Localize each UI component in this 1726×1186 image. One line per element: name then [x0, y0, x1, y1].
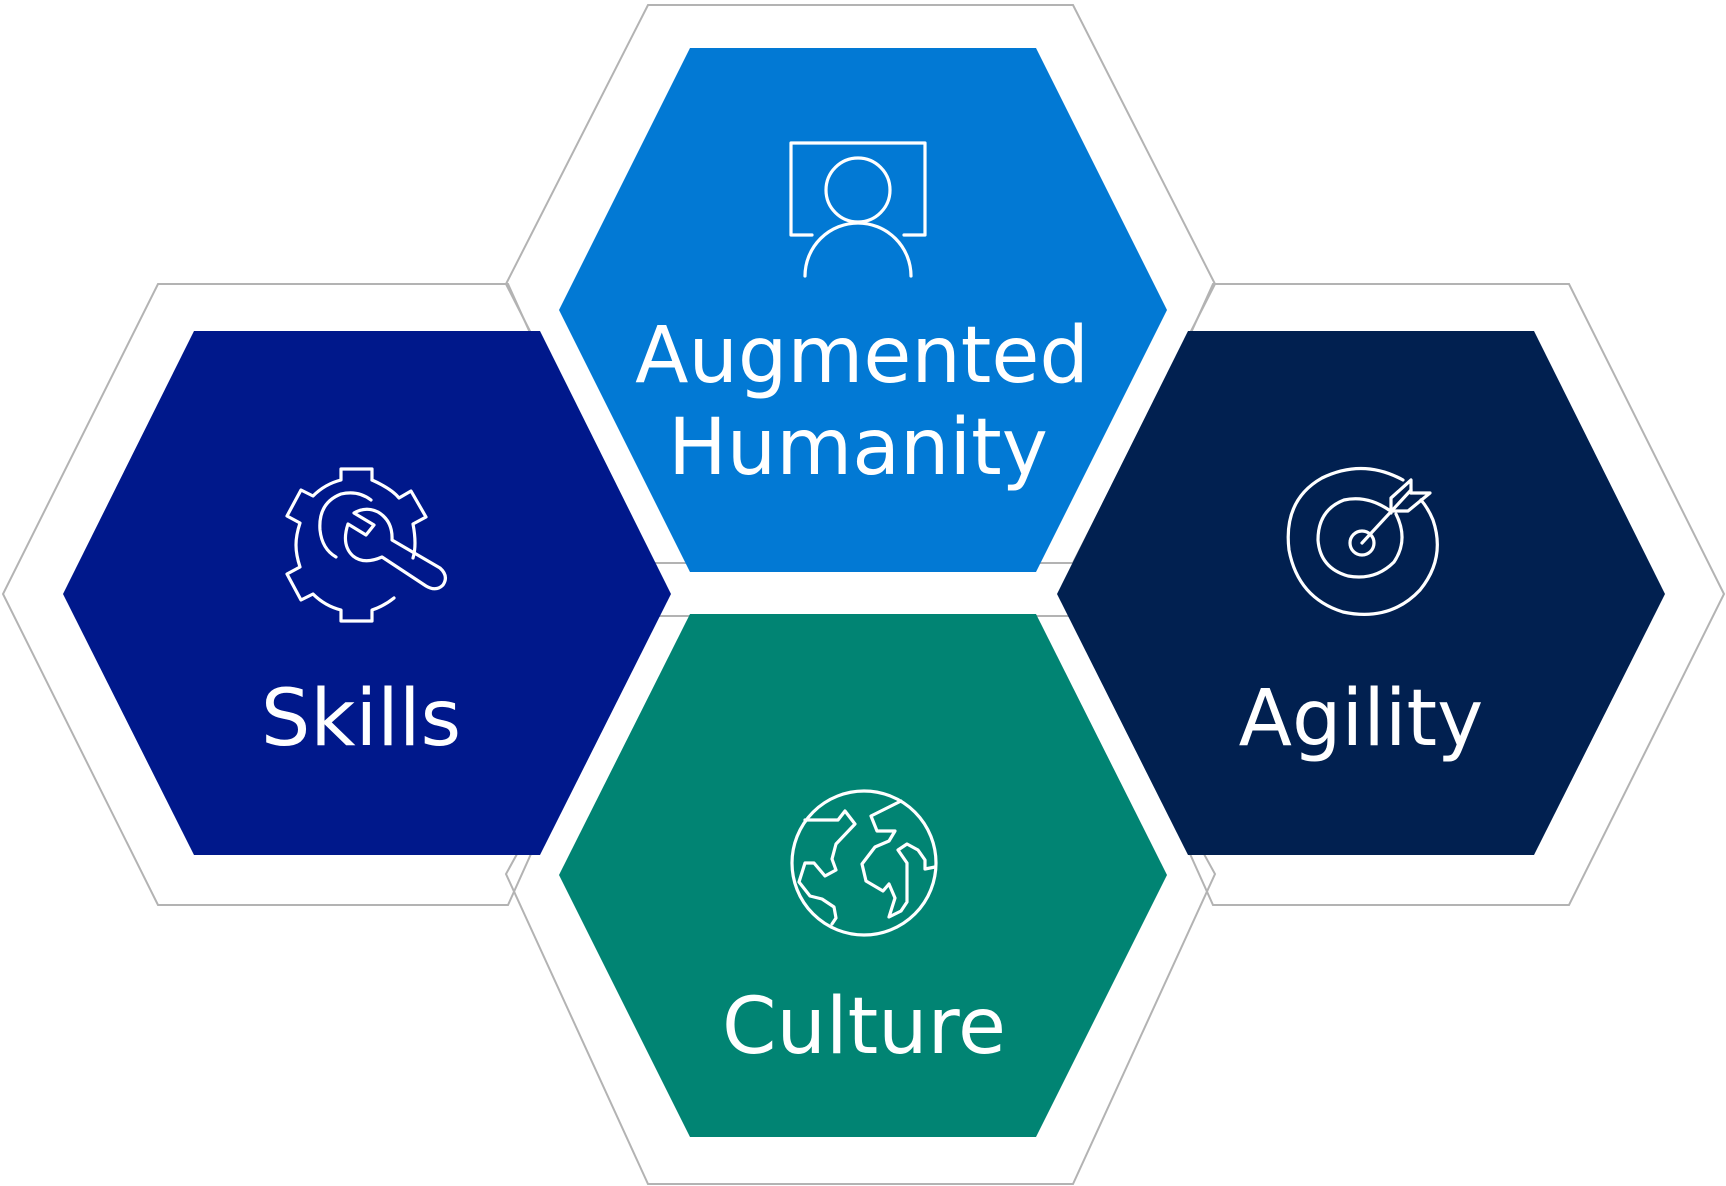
gear-wrench-icon	[285, 467, 447, 623]
hex-augmented-humanity-shape	[559, 48, 1167, 572]
hex-skills: Skills	[63, 331, 671, 855]
hex-agility: Agility	[1057, 331, 1665, 855]
person-screen-icon	[789, 141, 927, 278]
hex-augmented-humanity-label-line2: Humanity	[668, 403, 1048, 493]
hex-augmented-humanity-label-line1: Augmented	[635, 311, 1089, 401]
target-arrow-icon	[1286, 466, 1439, 616]
globe-icon	[790, 789, 938, 937]
outline-hex-left	[1, 283, 650, 906]
hex-agility-label: Agility	[1239, 674, 1484, 764]
hex-agility-shape	[1057, 331, 1665, 855]
hex-skills-label: Skills	[261, 674, 461, 764]
hex-culture-shape	[559, 614, 1167, 1137]
hex-culture-label: Culture	[722, 982, 1006, 1072]
hex-skills-shape	[63, 331, 671, 855]
hex-culture: Culture	[559, 614, 1167, 1137]
hex-augmented-humanity: Augmented Humanity	[559, 48, 1167, 572]
